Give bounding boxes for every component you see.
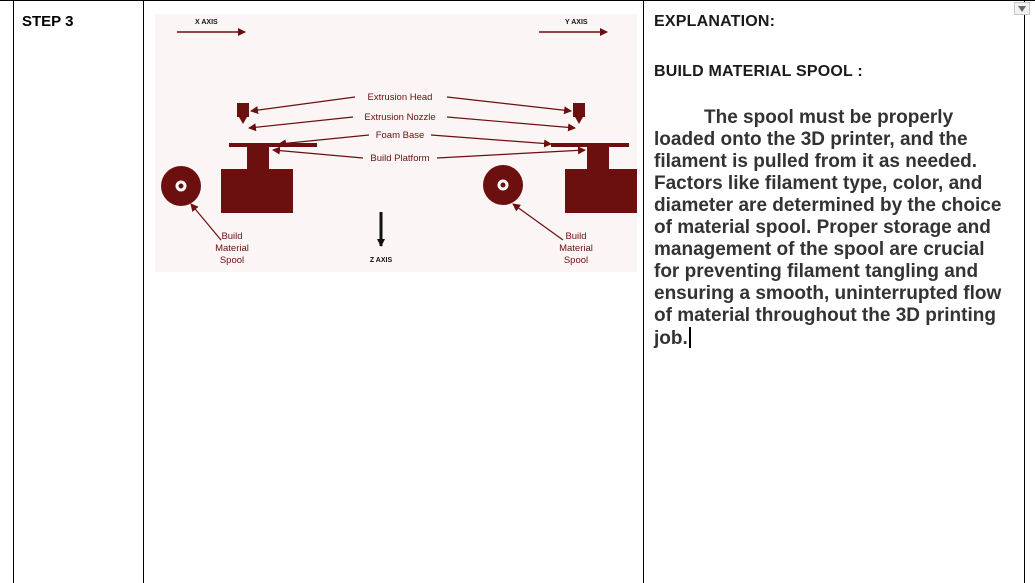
explanation-title: EXPLANATION: — [654, 13, 776, 30]
printer-left — [221, 103, 317, 213]
table-border-column-1 — [143, 0, 144, 583]
x-axis-label: X AXIS — [195, 19, 218, 26]
spool-right-line-1: Build — [565, 231, 586, 242]
foam-base-right — [551, 143, 629, 147]
step-label: STEP 3 — [22, 13, 74, 30]
table-border-column-2 — [643, 0, 644, 583]
spool-left-line-3: Spool — [220, 255, 244, 266]
spool-right-line-2: Material — [559, 243, 593, 254]
extrusion-head-right — [573, 103, 585, 117]
triangle-down-icon — [1018, 5, 1026, 12]
y-axis-label: Y AXIS — [565, 19, 588, 26]
pointer-arrows — [190, 96, 586, 241]
explanation-body-text: The spool must be properly loaded onto t… — [654, 107, 1002, 349]
spool-right-line-3: Spool — [564, 255, 588, 266]
spool-left-icon — [161, 166, 201, 206]
spool-left-line-1: Build — [221, 231, 242, 242]
printer-base-right — [565, 169, 637, 213]
extrusion-head-left — [237, 103, 249, 117]
build-platform-right — [587, 147, 609, 171]
dropdown-toggle-button[interactable] — [1014, 2, 1030, 15]
label-extrusion-head: Extrusion Head — [368, 92, 433, 103]
spool-left-label: Build Material Spool — [215, 231, 249, 266]
label-build-platform: Build Platform — [370, 153, 429, 164]
spool-right-icon — [483, 165, 523, 205]
printer-diagram: X AXIS Y AXIS — [155, 14, 637, 272]
build-platform-left — [247, 147, 269, 171]
label-extrusion-nozzle: Extrusion Nozzle — [364, 112, 435, 123]
explanation-body[interactable]: The spool must be properly loaded onto t… — [654, 107, 1014, 350]
table-border-top — [0, 0, 1035, 1]
foam-base-left — [229, 143, 317, 147]
table-border-left — [13, 0, 14, 583]
spool-right-label: Build Material Spool — [559, 231, 593, 266]
printer-right — [551, 103, 637, 213]
extrusion-nozzle-right — [575, 117, 583, 124]
explanation-subtitle: BUILD MATERIAL SPOOL : — [654, 63, 863, 80]
text-cursor — [688, 327, 691, 348]
printer-base-left — [221, 169, 293, 213]
label-foam-base: Foam Base — [376, 130, 425, 141]
z-axis-label: Z AXIS — [370, 257, 393, 264]
extrusion-nozzle-left — [239, 117, 247, 124]
spool-left-line-2: Material — [215, 243, 249, 254]
table-border-right — [1024, 0, 1025, 583]
